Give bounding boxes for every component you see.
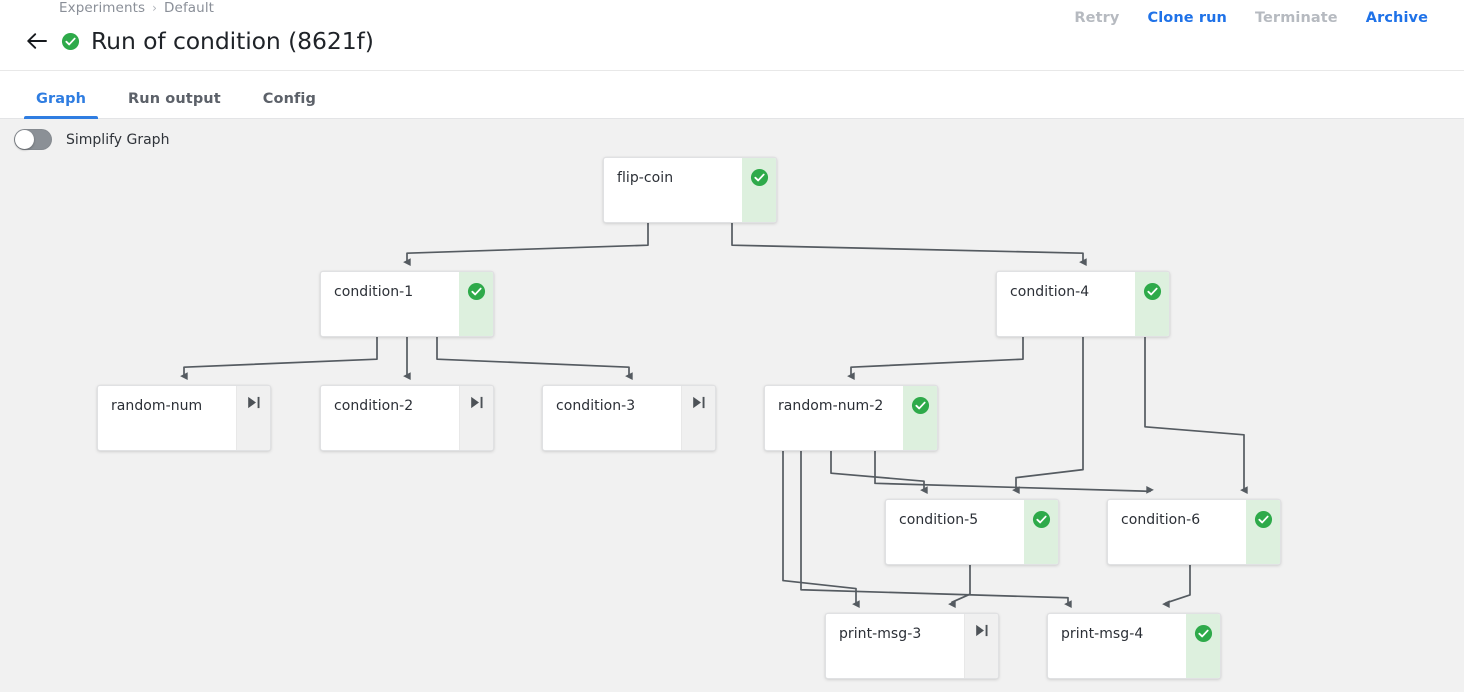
title-row: Run of condition (8621f)	[24, 27, 374, 55]
graph-edge-condition-1-to-random-num	[184, 337, 377, 376]
node-label: flip-coin	[617, 170, 742, 186]
node-body: condition-1	[321, 272, 459, 336]
node-body: condition-2	[321, 386, 459, 450]
graph-node-print-msg-3[interactable]: print-msg-3	[825, 613, 999, 679]
graph-node-condition-3[interactable]: condition-3	[542, 385, 716, 451]
run-status-check-circle-icon	[61, 32, 80, 51]
node-status-skip-forward-icon	[236, 386, 270, 450]
node-status-check-circle-icon	[1135, 272, 1169, 336]
graph-node-condition-4[interactable]: condition-4	[996, 271, 1170, 337]
graph-edge-condition-4-to-condition-6	[1145, 337, 1244, 490]
terminate-button[interactable]: Terminate	[1241, 10, 1352, 26]
graph-edge-flip-coin-to-condition-4	[732, 223, 1083, 262]
graph-edge-condition-5-to-print-msg-3	[952, 565, 970, 604]
node-status-check-circle-icon	[903, 386, 937, 450]
header-actions: Retry Clone run Terminate Archive	[1060, 10, 1442, 26]
simplify-graph-toggle[interactable]	[14, 129, 52, 150]
node-label: condition-2	[334, 398, 459, 414]
graph-node-flip-coin[interactable]: flip-coin	[603, 157, 777, 223]
node-body: flip-coin	[604, 158, 742, 222]
back-arrow-icon[interactable]	[24, 28, 50, 54]
graph-edge-condition-4-to-random-num-2	[851, 337, 1023, 376]
node-body: random-num	[98, 386, 236, 450]
graph-edge-condition-1-to-condition-3	[437, 337, 629, 376]
tab-bar: Graph Run output Config	[0, 71, 1464, 119]
node-body: condition-3	[543, 386, 681, 450]
node-label: random-num-2	[778, 398, 903, 414]
graph-node-condition-2[interactable]: condition-2	[320, 385, 494, 451]
node-label: condition-6	[1121, 512, 1246, 528]
node-label: condition-4	[1010, 284, 1135, 300]
node-status-check-circle-icon	[1246, 500, 1280, 564]
retry-button[interactable]: Retry	[1060, 10, 1133, 26]
simplify-graph-control: Simplify Graph	[14, 129, 169, 150]
node-label: condition-1	[334, 284, 459, 300]
graph-node-random-num-2[interactable]: random-num-2	[764, 385, 938, 451]
node-label: condition-3	[556, 398, 681, 414]
node-status-skip-forward-icon	[459, 386, 493, 450]
node-body: print-msg-3	[826, 614, 964, 678]
node-body: condition-5	[886, 500, 1024, 564]
toggle-knob	[15, 130, 34, 149]
graph-node-condition-5[interactable]: condition-5	[885, 499, 1059, 565]
breadcrumb-item-default[interactable]: Default	[164, 0, 214, 16]
graph-canvas[interactable]: Simplify Graph flip-coin condition-1 con…	[0, 119, 1464, 692]
graph-node-random-num[interactable]: random-num	[97, 385, 271, 451]
tab-graph[interactable]: Graph	[24, 91, 98, 118]
node-status-check-circle-icon	[742, 158, 776, 222]
node-status-check-circle-icon	[1186, 614, 1220, 678]
clone-run-button[interactable]: Clone run	[1133, 10, 1240, 26]
node-label: print-msg-3	[839, 626, 964, 642]
graph-node-condition-1[interactable]: condition-1	[320, 271, 494, 337]
node-status-skip-forward-icon	[681, 386, 715, 450]
graph-edge-flip-coin-to-condition-1	[407, 223, 648, 262]
page-header: Experiments › Default Run of condition (86…	[0, 0, 1464, 71]
node-status-check-circle-icon	[459, 272, 493, 336]
tab-run-output[interactable]: Run output	[116, 91, 233, 118]
node-body: random-num-2	[765, 386, 903, 450]
node-body: condition-6	[1108, 500, 1246, 564]
node-body: condition-4	[997, 272, 1135, 336]
page-title: Run of condition (8621f)	[91, 27, 374, 55]
graph-edge-condition-6-to-print-msg-4	[1166, 565, 1190, 604]
breadcrumb-item-experiments[interactable]: Experiments	[59, 0, 145, 16]
node-label: print-msg-4	[1061, 626, 1186, 642]
archive-button[interactable]: Archive	[1352, 10, 1442, 26]
node-status-skip-forward-icon	[964, 614, 998, 678]
simplify-graph-label: Simplify Graph	[66, 132, 169, 148]
node-status-check-circle-icon	[1024, 500, 1058, 564]
graph-edge-random-num-2-to-condition-6	[875, 451, 1150, 491]
breadcrumb-separator-icon: ›	[152, 1, 157, 15]
node-body: print-msg-4	[1048, 614, 1186, 678]
graph-node-condition-6[interactable]: condition-6	[1107, 499, 1281, 565]
graph-node-print-msg-4[interactable]: print-msg-4	[1047, 613, 1221, 679]
tab-config[interactable]: Config	[251, 91, 328, 118]
breadcrumb: Experiments › Default	[59, 0, 214, 16]
node-label: random-num	[111, 398, 236, 414]
graph-edge-condition-4-to-condition-5	[1016, 337, 1083, 490]
node-label: condition-5	[899, 512, 1024, 528]
